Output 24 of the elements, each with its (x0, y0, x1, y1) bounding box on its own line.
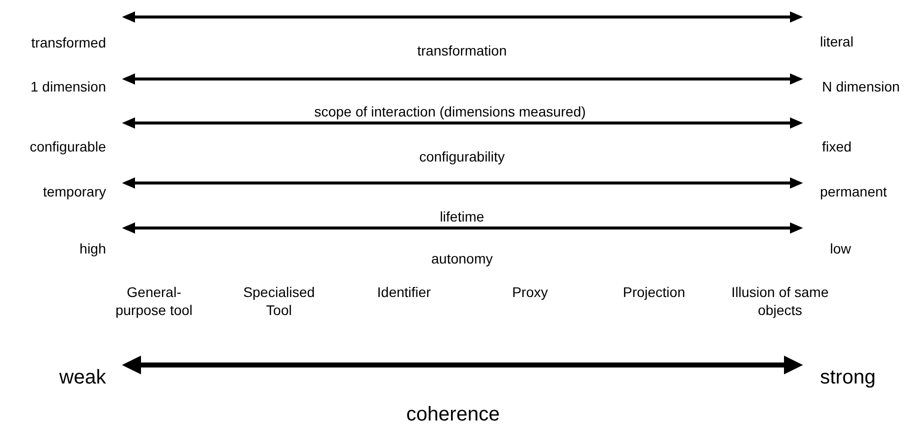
scale-label: configurability (419, 148, 505, 166)
scale-label: low (830, 240, 852, 258)
scale-label: Proxy (511, 284, 549, 302)
scale-label: Projection (622, 284, 686, 302)
scale-label: scope of interaction (dimensions measured) (314, 103, 586, 121)
scale-label: coherence (406, 402, 500, 426)
scale-label: configurable (30, 138, 106, 156)
scale-label: autonomy (431, 250, 493, 268)
scale-label: lifetime (440, 208, 484, 226)
scale-label: transformed (31, 34, 106, 52)
scale-label: temporary (42, 183, 106, 201)
scale-label: literal (820, 33, 854, 51)
scale-label: fixed (822, 138, 852, 156)
scale-label: General-purpose tool (114, 284, 194, 319)
scale-label: 1 dimension (30, 78, 106, 96)
scale-label: strong (820, 366, 876, 390)
scale-label: N dimension (822, 78, 900, 96)
scale-label: high (80, 240, 106, 258)
scale-label: Specialised Tool (242, 284, 316, 319)
scale-label: permanent (820, 183, 887, 201)
scale-label: transformation (417, 42, 507, 60)
scale-label: Identifier (376, 284, 432, 302)
scale-label: Illusion of same objects (730, 284, 830, 319)
scale-label: weak (59, 366, 106, 390)
